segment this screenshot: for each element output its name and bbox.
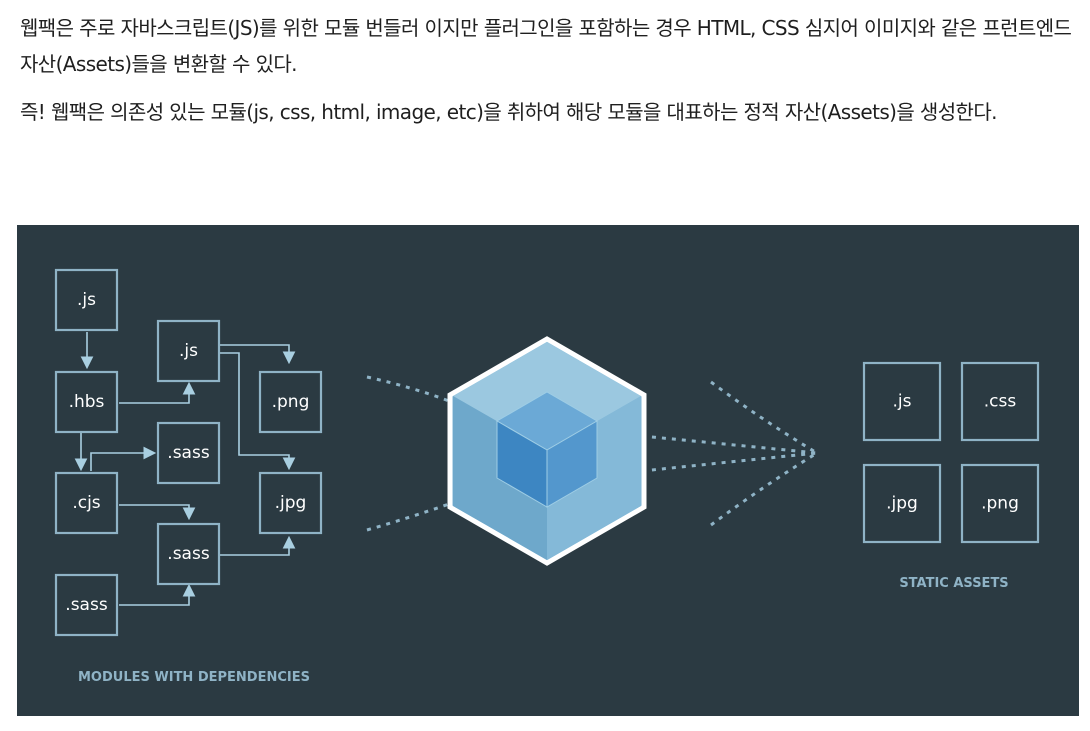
diagram-canvas: .js .js .png .hbs .sass .cjs .jpg .sass — [54, 268, 1040, 685]
module-box: .sass — [54, 573, 119, 637]
module-box: .cjs — [54, 471, 119, 535]
module-box: .js — [156, 319, 221, 383]
asset-box: .js — [862, 361, 942, 442]
module-label: .sass — [167, 443, 210, 463]
module-box: .sass — [156, 522, 221, 586]
asset-label: .js — [893, 392, 912, 412]
arrow-cjs-to-sass2 — [119, 504, 196, 521]
module-label: .js — [77, 290, 96, 310]
dependency-arrows — [74, 332, 296, 606]
arrow-sass2-to-jpg — [219, 535, 296, 556]
module-box: .png — [258, 370, 323, 434]
asset-label: .png — [981, 494, 1019, 514]
module-label: .jpg — [275, 493, 307, 513]
module-box: .jpg — [258, 471, 323, 535]
modules-label: MODULES WITH DEPENDENCIES — [78, 670, 310, 685]
module-label: .png — [272, 392, 310, 412]
module-label: .cjs — [72, 493, 100, 513]
flow-lines — [366, 375, 818, 532]
asset-box: .png — [960, 463, 1040, 544]
module-box: .js — [54, 268, 119, 332]
module-label: .hbs — [69, 392, 105, 412]
arrow-js-to-jpg — [219, 352, 296, 471]
intro-paragraph: 웹팩은 주로 자바스크립트(JS)를 위한 모듈 번들러 이지만 플러그인을 포… — [20, 16, 1072, 76]
assets-label: STATIC ASSETS — [899, 576, 1008, 591]
asset-label: .css — [984, 392, 1017, 412]
module-label: .sass — [65, 595, 108, 615]
webpack-cube-icon — [447, 336, 647, 566]
arrow-sass-to-sass2 — [119, 583, 196, 606]
arrow-cjs-to-sass — [90, 446, 157, 471]
asset-box: .jpg — [862, 463, 942, 544]
webpack-diagram: .js .js .png .hbs .sass .cjs .jpg .sass — [17, 225, 1079, 716]
asset-label: .jpg — [886, 494, 918, 514]
module-label: .sass — [167, 544, 210, 564]
arrow-js-to-png — [219, 344, 296, 365]
arrow-hbs-to-js — [119, 381, 196, 404]
asset-box: .css — [960, 361, 1040, 442]
module-label: .js — [179, 341, 198, 361]
summary-paragraph: 즉! 웹팩은 의존성 있는 모듈(js, css, html, image, e… — [20, 100, 997, 124]
module-box: .sass — [156, 421, 221, 485]
module-box: .hbs — [54, 370, 119, 434]
